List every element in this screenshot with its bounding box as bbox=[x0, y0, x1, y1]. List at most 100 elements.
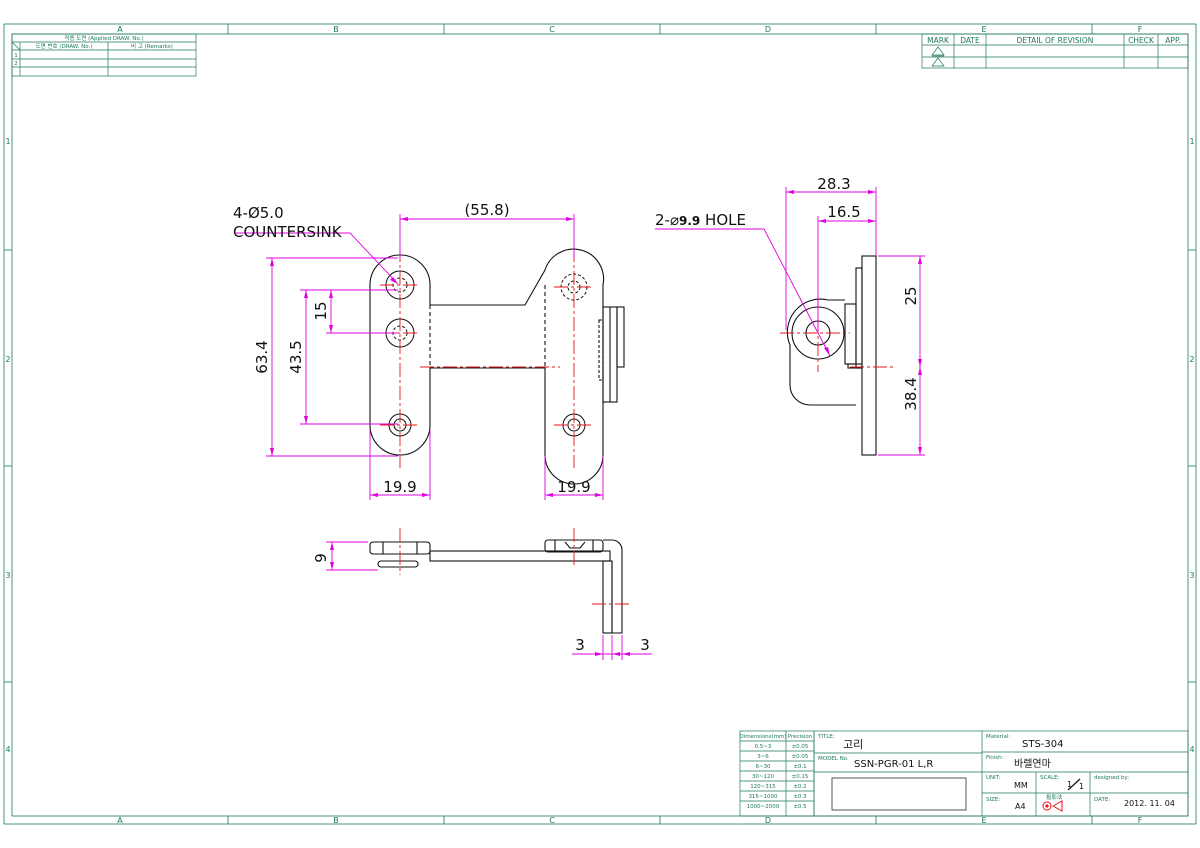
applied-row-2: 2 bbox=[14, 61, 18, 67]
drawing-title: 고리 bbox=[843, 738, 863, 751]
tolerance-row-prec: ±0.3 bbox=[793, 794, 807, 800]
dim-left-leaf-width: 19.9 bbox=[383, 478, 416, 496]
front-view-arrowheads bbox=[270, 217, 603, 497]
tolerance-row-dim: 6~30 bbox=[755, 764, 771, 770]
dim-bottom-left: 3 bbox=[575, 636, 585, 654]
zone-col-e: E bbox=[981, 25, 986, 34]
bottom-view-centerlines bbox=[399, 528, 632, 605]
zone-row-1-right: 1 bbox=[1189, 137, 1194, 146]
dim-bottom-right: 3 bbox=[640, 636, 650, 654]
finish-value: 바렐연마 bbox=[1014, 757, 1051, 770]
applied-col-drawno: 도면 번호 (DRAW. No.) bbox=[36, 42, 93, 50]
title-label: TITLE: bbox=[817, 734, 835, 740]
revision-triangle-icon bbox=[931, 46, 945, 67]
zone-row-2: 2 bbox=[5, 355, 10, 364]
model-number: SSN-PGR-01 L,R bbox=[854, 759, 933, 770]
revision-col-detail: DETAIL OF REVISION bbox=[1017, 36, 1094, 45]
tolerance-col-prec: Precision bbox=[788, 734, 813, 740]
tolerance-row-prec: ±0.5 bbox=[793, 804, 807, 810]
scale-label: SCALE: bbox=[1040, 775, 1060, 781]
tolerance-row-dim: 120~315 bbox=[750, 784, 776, 790]
dim-center-distance: (55.8) bbox=[464, 201, 509, 219]
tolerance-col-dim: Dimensions(mm) bbox=[739, 734, 786, 740]
tolerance-row-dim: 315~1000 bbox=[748, 794, 778, 800]
material-label: Material: bbox=[986, 734, 1010, 740]
hole-callout-label: 4-Ø5.0 bbox=[233, 204, 284, 222]
applied-header: 적용 도면 (Applied DRAW. No.) bbox=[64, 34, 143, 42]
front-view: (55.8) 4-Ø5.0 COUNTERSINK 19.9 19.9 63.4… bbox=[233, 201, 625, 500]
revision-col-mark: MARK bbox=[927, 36, 950, 45]
dim-side-upper: 25 bbox=[902, 286, 920, 305]
unit-value: MM bbox=[1014, 781, 1028, 790]
dim-hole-span: 43.5 bbox=[287, 340, 305, 373]
zone-row-4-right: 4 bbox=[1189, 745, 1194, 754]
revision-col-app: APP. bbox=[1165, 36, 1180, 45]
third-angle-projection-icon bbox=[1042, 800, 1063, 812]
side-view-arrowheads bbox=[786, 190, 922, 455]
zone-col-e-bottom: E bbox=[981, 816, 986, 825]
side-view: 28.3 16.5 2-⌀9.9 HOLE 25 38.4 bbox=[655, 175, 925, 456]
front-view-outline bbox=[369, 248, 625, 485]
date-value: 2012. 11. 04 bbox=[1124, 799, 1175, 808]
side-view-dimensions bbox=[655, 187, 925, 456]
model-label: MODEL No. bbox=[818, 756, 849, 762]
zone-labels: A B C D E F A B C D E F 1 2 3 4 1 2 3 4 bbox=[5, 25, 1194, 825]
dim-right-leaf-width: 19.9 bbox=[557, 478, 590, 496]
front-view-holes bbox=[385, 270, 588, 437]
finish-label: Finish: bbox=[986, 755, 1004, 761]
dim-bottom-thickness: 9 bbox=[312, 553, 330, 563]
tolerance-row-dim: 1000~2000 bbox=[747, 804, 780, 810]
unit-label: UNIT: bbox=[986, 775, 1001, 781]
dim-side-outer: 28.3 bbox=[817, 175, 850, 193]
revision-col-check: CHECK bbox=[1128, 36, 1155, 45]
zone-row-2-right: 2 bbox=[1189, 355, 1194, 364]
tolerance-row-prec: ±0.2 bbox=[793, 784, 806, 790]
tolerance-row-prec: ±0.05 bbox=[792, 744, 809, 750]
date-label: DATE: bbox=[1094, 797, 1110, 803]
tolerance-row-prec: ±0.05 bbox=[792, 754, 809, 760]
material-value: STS-304 bbox=[1022, 739, 1064, 750]
revision-col-date: DATE bbox=[960, 36, 980, 45]
front-view-centerlines bbox=[380, 248, 594, 468]
zone-row-3-right: 3 bbox=[1189, 571, 1194, 580]
tolerance-table: Dimensions(mm) Precision 0.5~3 ±0.05 3~6… bbox=[739, 730, 815, 817]
dim-side-lower: 38.4 bbox=[902, 377, 920, 410]
zone-col-d-bottom: D bbox=[765, 816, 771, 825]
zone-col-b-bottom: B bbox=[333, 816, 339, 825]
tolerance-row-dim: 0.5~3 bbox=[755, 744, 772, 750]
size-label: SIZE: bbox=[986, 797, 1000, 803]
dim-total-height: 63.4 bbox=[253, 340, 271, 373]
front-view-dimensions bbox=[236, 214, 604, 500]
zone-col-c-bottom: C bbox=[549, 816, 555, 825]
applied-col-remarks: 비 고 (Remarks) bbox=[131, 42, 173, 50]
applied-row-1: 1 bbox=[14, 53, 18, 59]
side-hole-callout: 2-⌀9.9 HOLE bbox=[655, 211, 746, 229]
tolerance-row-dim: 3~6 bbox=[757, 754, 769, 760]
zone-row-3: 3 bbox=[5, 571, 10, 580]
zone-row-4: 4 bbox=[5, 745, 10, 754]
title-block: TITLE: MODEL No. Material: Finish: UNIT:… bbox=[813, 730, 1189, 817]
applied-drawing-block: 적용 도면 (Applied DRAW. No.) 도면 번호 (DRAW. N… bbox=[11, 33, 197, 77]
dim-top-offset: 15 bbox=[312, 301, 330, 320]
zone-col-a-bottom: A bbox=[117, 816, 123, 825]
scale-numerator: 1 bbox=[1067, 780, 1072, 789]
designed-by-label: designed by: bbox=[1094, 775, 1129, 781]
size-value: A4 bbox=[1015, 802, 1026, 811]
tolerance-row-prec: ±0.1 bbox=[793, 764, 806, 770]
zone-col-c: C bbox=[549, 25, 555, 34]
zone-col-d: D bbox=[765, 25, 771, 34]
zone-col-b: B bbox=[333, 25, 339, 34]
scale-denominator: 1 bbox=[1079, 782, 1084, 791]
tolerance-row-prec: ±0.15 bbox=[792, 774, 809, 780]
bottom-view-outline bbox=[369, 539, 623, 634]
projection-label: 投影法 bbox=[1046, 793, 1063, 801]
zone-row-1: 1 bbox=[5, 137, 10, 146]
zone-col-f: F bbox=[1138, 25, 1143, 34]
side-view-centerlines bbox=[780, 296, 895, 372]
scale-slash-icon bbox=[1067, 778, 1081, 791]
zone-col-f-bottom: F bbox=[1138, 816, 1143, 825]
tolerance-row-dim: 30~120 bbox=[752, 774, 775, 780]
dim-side-inner: 16.5 bbox=[827, 203, 860, 221]
bottom-view-arrowheads bbox=[330, 542, 630, 656]
